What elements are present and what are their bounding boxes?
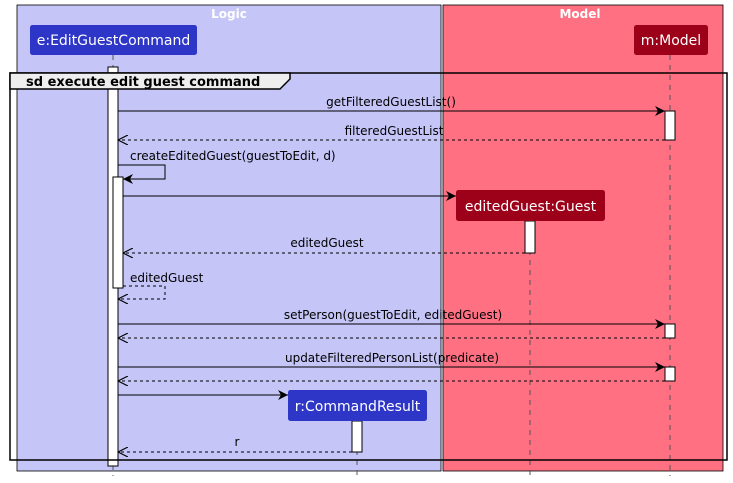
message-get-filtered-guest-list-label: getFilteredGuestList(): [326, 95, 456, 109]
activation-edited-guest: [524, 220, 536, 254]
activation-model-3: [664, 366, 676, 382]
model-box-title: Model: [559, 7, 600, 21]
interaction-frame: sd execute edit guest command: [9, 72, 728, 461]
message-r-return-label: r: [235, 435, 240, 449]
model-box: Model: [442, 4, 724, 472]
logic-box-title: Logic: [211, 7, 247, 21]
participant-edited-guest-label: editedGuest:Guest: [465, 199, 597, 215]
message-update-filtered-person-list-label: updateFilteredPersonList(predicate): [285, 351, 499, 365]
activation-model-1: [664, 110, 676, 141]
message-edited-guest-return-label: editedGuest: [290, 236, 364, 250]
message-edited-guest-self-return-arrow: [118, 285, 166, 299]
participant-model-label: m:Model: [641, 33, 701, 49]
message-set-person-label: setPerson(guestToEdit, editedGuest): [284, 308, 502, 322]
message-filtered-guest-list-return-label: filteredGuestList: [345, 124, 444, 138]
participant-edit-command: e:EditGuestCommand: [30, 25, 197, 55]
participant-edit-command-label: e:EditGuestCommand: [37, 33, 191, 49]
participant-edited-guest: editedGuest:Guest: [456, 190, 605, 221]
participant-command-result-label: r:CommandResult: [295, 399, 421, 415]
activation-command-result: [351, 420, 363, 453]
activation-model-2: [664, 323, 676, 339]
message-create-edited-guest-arrow: [118, 164, 166, 184]
frame-label: sd execute edit guest command: [26, 75, 260, 90]
activation-edit-command-nested: [112, 176, 124, 289]
message-edited-guest-self-return-label: editedGuest: [130, 271, 204, 285]
participant-command-result: r:CommandResult: [288, 390, 427, 421]
participant-model: m:Model: [634, 25, 708, 55]
message-create-edited-guest-label: createEditedGuest(guestToEdit, d): [130, 149, 336, 163]
